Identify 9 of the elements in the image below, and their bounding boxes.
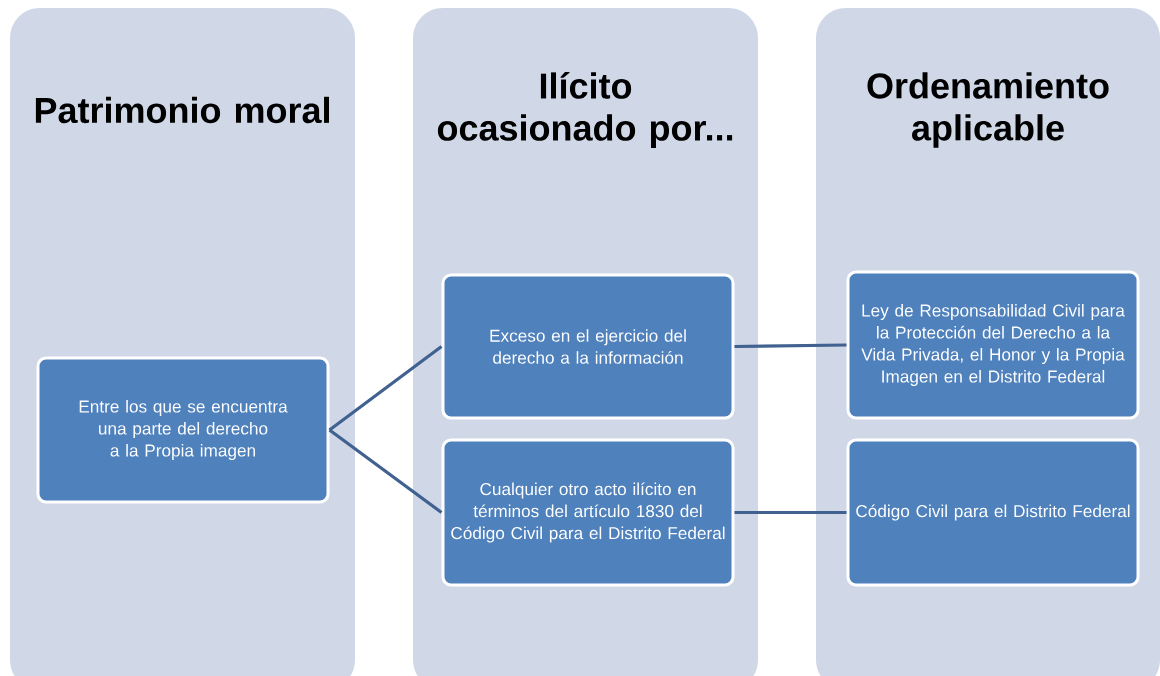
text-box: Entre los que se encuentra una parte del derecho a la Propia imagen: [36, 356, 330, 504]
connector-line: [734, 343, 847, 349]
text-box: Exceso en el ejercicio del derecho a la información: [441, 273, 735, 420]
connector-line: [734, 510, 847, 515]
text-box: Ley de Responsabilidad Civil para la Protección del Derecho a la Vida Privada, el Honor y la Propia Imagen en el Distrito Federal: [846, 270, 1140, 420]
connector-line: [328, 428, 443, 514]
connector-line: [328, 345, 443, 432]
text-box: Cualquier otro acto ilícito en términos del artículo 1830 del Código Civil para el Distrito Federal: [441, 438, 735, 587]
text-box: Código Civil para el Distrito Federal: [846, 438, 1140, 587]
